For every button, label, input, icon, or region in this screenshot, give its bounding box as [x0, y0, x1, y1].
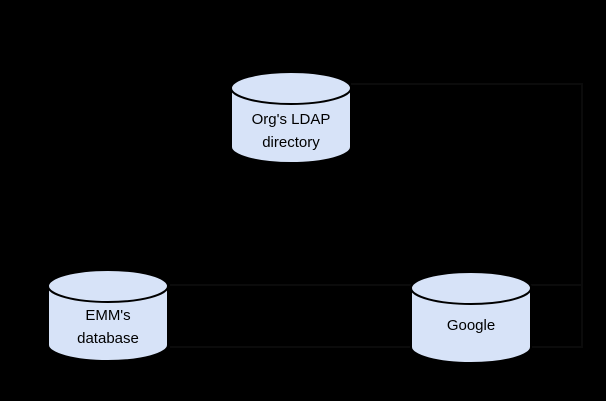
cylinder-body: [47, 285, 169, 362]
cylinder-top: [230, 71, 352, 105]
cylinder-top: [47, 269, 169, 303]
node-orgs-ldap-directory: Org's LDAP directory: [230, 71, 352, 164]
connector-line: [351, 83, 583, 348]
cylinder-body: [230, 87, 352, 164]
node-emms-database: EMM's database: [47, 269, 169, 362]
node-label: Google: [446, 316, 496, 334]
node-label: Org's LDAP directory: [251, 110, 331, 151]
node-google: Google: [410, 271, 532, 364]
cylinder-top: [410, 271, 532, 305]
cylinder-body: [410, 287, 532, 364]
node-label: EMM's database: [77, 306, 139, 347]
database-cylinder-icon: [230, 71, 352, 164]
database-cylinder-icon: [410, 271, 532, 364]
database-cylinder-icon: [47, 269, 169, 362]
